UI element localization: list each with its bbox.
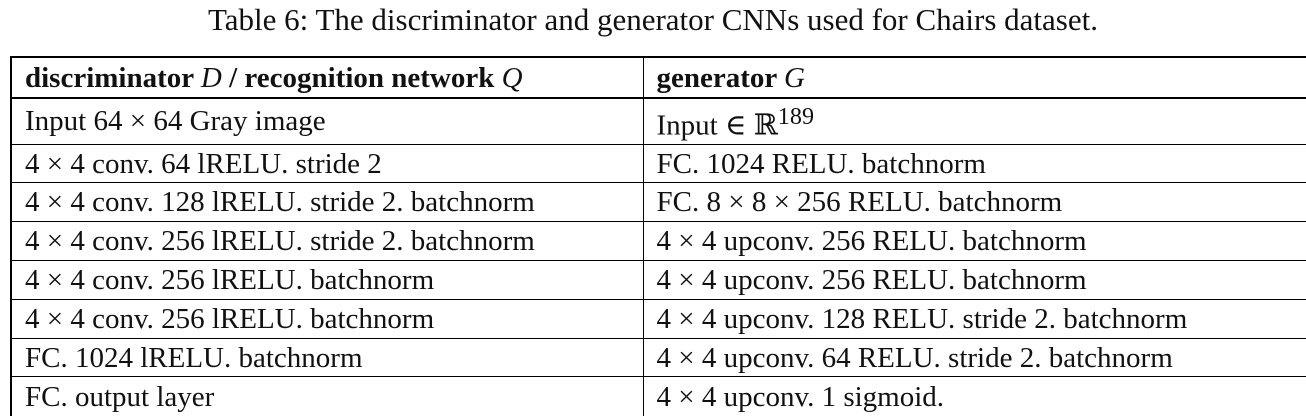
table-row: 4 × 4 conv. 256 lRELU. batchnorm 4 × 4 u… bbox=[10, 260, 1306, 300]
table-row: 4 × 4 conv. 128 lRELU. stride 2. batchno… bbox=[10, 182, 1306, 223]
discriminator-layer-cell: Input 64 × 64 Gray image bbox=[10, 96, 644, 145]
header-discriminator-symbol-d: D bbox=[200, 61, 222, 94]
discriminator-layer-cell: 4 × 4 conv. 256 lRELU. stride 2. batchno… bbox=[10, 221, 644, 262]
generator-layer-cell: 4 × 4 upconv. 256 RELU. batchnorm bbox=[642, 260, 1306, 300]
header-discriminator: discriminator D / recognition network Q bbox=[10, 56, 644, 99]
header-discriminator-mid: / recognition network bbox=[221, 61, 502, 94]
generator-layer-text: Input ∈ ℝ bbox=[656, 109, 778, 142]
generator-layer-cell: 4 × 4 upconv. 1 sigmoid. bbox=[642, 376, 1306, 416]
discriminator-layer-cell: 4 × 4 conv. 128 lRELU. stride 2. batchno… bbox=[10, 182, 644, 223]
table-row: FC. output layer 4 × 4 upconv. 1 sigmoid… bbox=[10, 376, 1306, 416]
header-generator-symbol-g: G bbox=[784, 61, 805, 94]
discriminator-layer-cell: 4 × 4 conv. 256 lRELU. batchnorm bbox=[10, 260, 644, 300]
discriminator-layer-cell: FC. 1024 lRELU. batchnorm bbox=[10, 337, 644, 378]
discriminator-layer-cell: 4 × 4 conv. 256 lRELU. batchnorm bbox=[10, 298, 644, 339]
table-row: 4 × 4 conv. 256 lRELU. stride 2. batchno… bbox=[10, 221, 1306, 262]
generator-input-dimension: 189 bbox=[777, 103, 815, 130]
generator-layer-cell: Input ∈ ℝ189 bbox=[642, 96, 1306, 145]
table-row: Input 64 × 64 Gray image Input ∈ ℝ189 bbox=[10, 96, 1306, 145]
table-row: 4 × 4 conv. 64 lRELU. stride 2 FC. 1024 … bbox=[10, 143, 1306, 184]
header-discriminator-symbol-q: Q bbox=[501, 61, 523, 94]
table-row: 4 × 4 conv. 256 lRELU. batchnorm 4 × 4 u… bbox=[10, 298, 1306, 339]
table-row: FC. 1024 lRELU. batchnorm 4 × 4 upconv. … bbox=[10, 337, 1306, 378]
discriminator-layer-cell: 4 × 4 conv. 64 lRELU. stride 2 bbox=[10, 143, 644, 184]
generator-layer-cell: FC. 1024 RELU. batchnorm bbox=[642, 143, 1306, 184]
header-generator: generator G bbox=[642, 56, 1306, 99]
header-generator-lead: generator bbox=[656, 61, 784, 94]
table-caption: Table 6: The discriminator and generator… bbox=[208, 2, 1098, 37]
header-discriminator-lead: discriminator bbox=[25, 61, 201, 94]
generator-layer-cell: FC. 8 × 8 × 256 RELU. batchnorm bbox=[642, 182, 1306, 223]
generator-layer-cell: 4 × 4 upconv. 128 RELU. stride 2. batchn… bbox=[642, 298, 1306, 339]
architecture-table: discriminator D / recognition network Q … bbox=[10, 56, 1306, 416]
generator-layer-cell: 4 × 4 upconv. 64 RELU. stride 2. batchno… bbox=[642, 337, 1306, 378]
generator-layer-cell: 4 × 4 upconv. 256 RELU. batchnorm bbox=[642, 221, 1306, 262]
table-header-row: discriminator D / recognition network Q … bbox=[10, 56, 1306, 99]
discriminator-layer-cell: FC. output layer bbox=[10, 376, 644, 416]
